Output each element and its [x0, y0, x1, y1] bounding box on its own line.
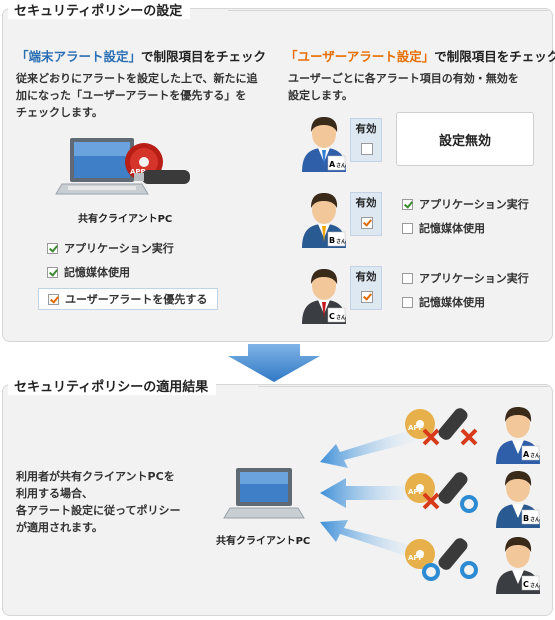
user-b-app-checkbox[interactable]	[402, 198, 413, 210]
user-c-check-media[interactable]: 記憶媒体使用	[402, 294, 485, 310]
user-c-app-label: アプリケーション実行	[419, 272, 529, 285]
user-b-app-label: アプリケーション実行	[419, 198, 529, 211]
blocked-x-icon	[422, 492, 440, 510]
user-a-enabled-checkbox[interactable]	[361, 143, 373, 155]
cd-app-label: APP	[130, 168, 146, 176]
app-badge: APP	[408, 554, 424, 562]
arrow-b-icon	[320, 478, 430, 508]
user-c-media-checkbox[interactable]	[402, 296, 413, 308]
desc-line: 各アラート設定に従ってポリシー	[16, 504, 181, 517]
desc-line: 利用者が共有クライアントPCを	[16, 470, 175, 483]
result-laptop-icon	[223, 468, 305, 519]
user-b-media-label: 記憶媒体使用	[419, 222, 485, 235]
result-description: 利用者が共有クライアントPCを 利用する場合、 各アラート設定に従ってポリシー …	[16, 468, 180, 536]
user-b-enabled-box[interactable]: 有効	[350, 192, 382, 236]
usb-icon	[438, 538, 468, 570]
user-alert-priority-checkbox[interactable]	[48, 293, 59, 305]
user-a-badge: A	[329, 160, 336, 169]
terminal-alert-description: 従来どおりにアラートを設定した上で、新たに追 加になった「ユーザーアラートを優先…	[16, 70, 276, 121]
app-execute-label: アプリケーション実行	[64, 242, 174, 255]
app-badge: APP	[408, 488, 424, 496]
user-b-check-media[interactable]: 記憶媒体使用	[402, 220, 485, 236]
user-c-check-app[interactable]: アプリケーション実行	[402, 270, 529, 286]
desc-line: 従来どおりにアラートを設定した上で、新たに追	[16, 72, 258, 85]
allowed-circle-icon	[422, 563, 440, 581]
app-badge: APP	[408, 424, 424, 432]
desc-line: 加になった「ユーザーアラートを優先する」を	[16, 89, 247, 102]
terminal-check-app[interactable]: アプリケーション実行	[47, 240, 174, 256]
user-a-result-avatar: A さん	[496, 407, 540, 464]
result-row-b: APP B さん	[405, 471, 540, 528]
terminal-check-media[interactable]: 記憶媒体使用	[47, 264, 130, 280]
terminal-alert-heading-quoted: 「端末アラート設定」	[16, 49, 142, 64]
usb-icon	[438, 408, 468, 440]
user-b-result-avatar: B さん	[496, 471, 540, 528]
terminal-alert-heading-rest: で制限項目をチェック	[141, 49, 267, 64]
media-use-checkbox[interactable]	[47, 266, 58, 278]
policy-result-title: セキュリティポリシーの適用結果	[8, 376, 217, 395]
user-c-media-label: 記憶媒体使用	[419, 296, 485, 309]
user-b-san: さん	[336, 238, 346, 245]
shared-pc-with-media-illustration: APP	[55, 138, 190, 195]
title-rule	[258, 386, 548, 387]
shared-pc-caption: 共有クライアントPC	[78, 214, 173, 225]
desc-line: が適用されます。	[16, 521, 103, 534]
result-arrows	[320, 424, 430, 564]
laptop-icon	[55, 138, 149, 195]
result-b-badge: B	[523, 514, 529, 523]
user-c-enabled-box[interactable]: 有効	[350, 266, 382, 310]
usb-memory-icon	[134, 170, 190, 184]
title-rule	[228, 10, 548, 11]
user-alert-heading: 「ユーザーアラート設定」で制限項目をチェック	[285, 46, 555, 65]
user-c-result-avatar: C さん	[496, 537, 540, 594]
result-c-badge: C	[523, 580, 529, 589]
app-cd-icon: APP	[405, 539, 435, 569]
user-alert-description: ユーザーごとに各アラート項目の有効・無効を 設定します。	[288, 70, 548, 104]
media-use-label: 記憶媒体使用	[64, 266, 130, 279]
user-b-check-app[interactable]: アプリケーション実行	[402, 196, 529, 212]
user-a-san: さん	[336, 162, 346, 169]
blocked-x-icon	[422, 428, 440, 446]
user-alert-priority-option[interactable]: ユーザーアラートを優先する	[38, 288, 218, 310]
user-b-badge: B	[329, 236, 335, 245]
down-arrow-icon	[228, 344, 320, 382]
user-b-avatar: B さん	[302, 193, 346, 248]
app-execute-checkbox[interactable]	[47, 242, 58, 254]
result-row-a: APP A さん	[405, 407, 540, 464]
allowed-circle-icon	[460, 495, 478, 513]
result-row-c: APP C さん	[405, 537, 540, 594]
blocked-x-icon	[460, 428, 478, 446]
arrow-a-icon	[320, 424, 430, 468]
user-c-enabled-checkbox[interactable]	[361, 291, 373, 303]
user-b-enabled-checkbox[interactable]	[361, 217, 373, 229]
user-alert-heading-rest: で制限項目をチェック	[434, 49, 555, 64]
desc-line: ユーザーごとに各アラート項目の有効・無効を	[288, 72, 519, 85]
terminal-alert-heading: 「端末アラート設定」で制限項目をチェック	[16, 46, 266, 65]
allowed-circle-icon	[460, 561, 478, 579]
user-alert-heading-quoted: 「ユーザーアラート設定」	[285, 49, 435, 64]
enabled-label: 有効	[355, 271, 377, 283]
user-c-app-checkbox[interactable]	[402, 272, 413, 284]
policy-settings-title: セキュリティポリシーの設定	[8, 0, 191, 19]
result-b-san: さん	[530, 516, 540, 523]
user-c-avatar: C さん	[302, 269, 346, 324]
usb-icon	[438, 472, 468, 504]
user-c-san: さん	[336, 314, 346, 321]
settings-disabled-box: 設定無効	[396, 112, 534, 166]
desc-line: 利用する場合、	[16, 487, 93, 500]
desc-line: 設定します。	[288, 89, 353, 102]
result-a-badge: A	[523, 450, 530, 459]
enabled-label: 有効	[355, 197, 377, 209]
user-b-media-checkbox[interactable]	[402, 222, 413, 234]
arrow-c-icon	[320, 520, 430, 564]
user-alert-priority-label: ユーザーアラートを優先する	[65, 293, 208, 306]
result-pc-caption: 共有クライアントPC	[216, 536, 311, 547]
desc-line: チェックします。	[16, 106, 103, 119]
user-a-enabled-box[interactable]: 有効	[350, 118, 382, 162]
enabled-label: 有効	[355, 123, 377, 135]
result-c-san: さん	[530, 582, 540, 589]
result-a-san: さん	[530, 452, 540, 459]
user-c-badge: C	[329, 312, 335, 321]
user-a-avatar: A さん	[302, 117, 346, 172]
